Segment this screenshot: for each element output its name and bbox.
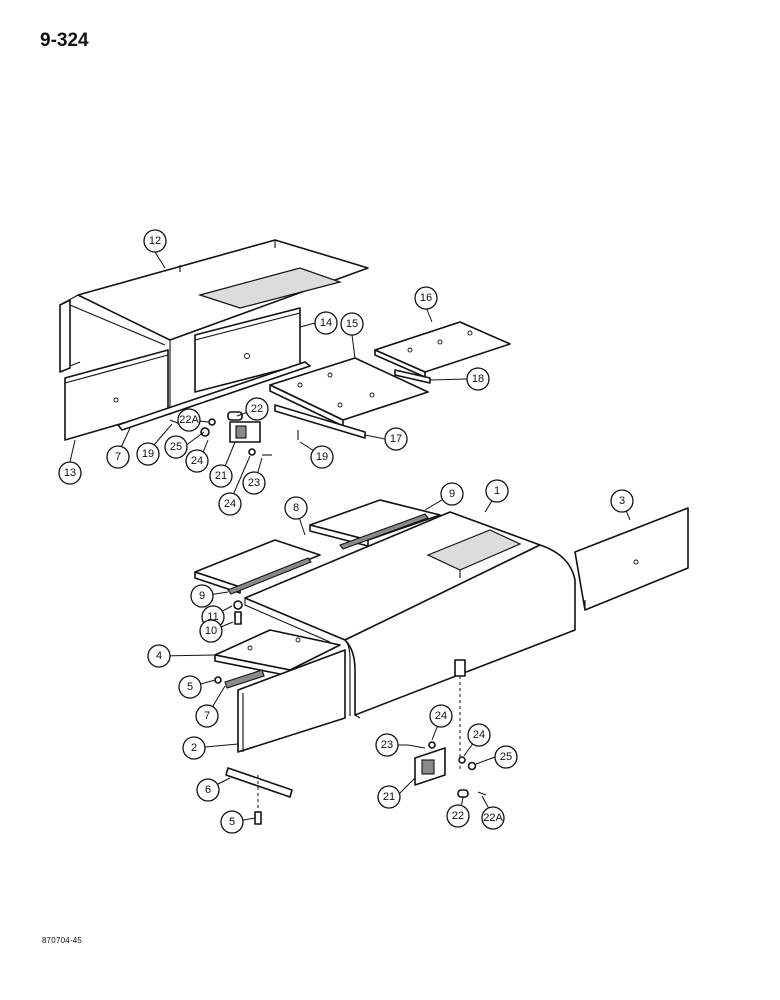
callout-25-upper: 25: [164, 435, 188, 459]
callout-2: 2: [182, 736, 206, 760]
callout-22-lower: 22: [446, 804, 470, 828]
part-12-top-cover: [59, 239, 369, 415]
callout-7-upper: 7: [106, 445, 130, 469]
callout-5-middle: 5: [178, 675, 202, 699]
callout-12: 12: [143, 229, 167, 253]
part-9-strips: [227, 513, 429, 595]
svg-text:3: 3: [619, 495, 625, 507]
document-code: 870704-45: [42, 936, 83, 945]
callout-24-lower-top: 24: [429, 704, 453, 728]
svg-text:5: 5: [187, 681, 193, 693]
callout-24-lower-right: 24: [467, 723, 491, 747]
svg-text:21: 21: [215, 470, 227, 482]
part-4-plate: [214, 629, 341, 677]
svg-text:7: 7: [115, 451, 121, 463]
svg-text:21: 21: [383, 791, 395, 803]
callout-10: 10: [199, 619, 223, 643]
part-7-lower-strip: [214, 600, 265, 689]
svg-text:23: 23: [381, 739, 393, 751]
svg-text:14: 14: [320, 317, 332, 329]
part-16-plate: [374, 321, 511, 378]
callout-22a-upper: 22A: [177, 408, 201, 432]
callout-15: 15: [340, 312, 364, 336]
bolt-5-bottom: [254, 811, 262, 825]
callout-5-bottom: 5: [220, 810, 244, 834]
callout-19-upper-right: 19: [310, 445, 334, 469]
svg-text:15: 15: [346, 318, 358, 330]
callout-3: 3: [610, 489, 634, 513]
svg-text:22: 22: [452, 810, 464, 822]
upper-hinge-hardware: [169, 411, 299, 456]
callout-24-upper-left: 24: [185, 449, 209, 473]
svg-text:2: 2: [191, 742, 197, 754]
callout-6: 6: [196, 778, 220, 802]
svg-text:1: 1: [494, 485, 500, 497]
svg-text:19: 19: [142, 448, 154, 460]
svg-text:8: 8: [293, 502, 299, 514]
callout-19-upper-left: 19: [136, 442, 160, 466]
svg-text:11: 11: [207, 611, 218, 623]
svg-text:10: 10: [205, 625, 217, 637]
svg-text:22A: 22A: [483, 812, 503, 824]
svg-text:24: 24: [191, 455, 203, 467]
callout-24-upper-bottom: 24: [218, 492, 242, 516]
callout-16: 16: [414, 286, 438, 310]
callout-9-right: 9: [440, 482, 464, 506]
svg-text:19: 19: [316, 451, 328, 463]
svg-text:23: 23: [248, 477, 260, 489]
callout-25-lower: 25: [494, 745, 518, 769]
svg-text:22: 22: [251, 403, 263, 415]
callout-13: 13: [58, 461, 82, 485]
callout-18: 18: [466, 367, 490, 391]
svg-text:9: 9: [449, 488, 455, 500]
svg-text:12: 12: [149, 235, 161, 247]
part-17-strip: [274, 404, 366, 439]
svg-text:24: 24: [435, 710, 447, 722]
svg-text:17: 17: [390, 433, 402, 445]
callout-7-lower: 7: [195, 704, 219, 728]
svg-text:4: 4: [156, 650, 162, 662]
callout-17: 17: [384, 427, 408, 451]
callout-23-lower: 23: [375, 733, 399, 757]
svg-text:22A: 22A: [179, 414, 199, 426]
svg-text:6: 6: [205, 784, 211, 796]
callout-22-upper: 22: [245, 397, 269, 421]
callout-4: 4: [147, 644, 171, 668]
callout-23-upper: 23: [242, 471, 266, 495]
part-1-main-hood: [244, 511, 576, 770]
part-15-plate: [269, 357, 429, 427]
page-number: 9-324: [40, 30, 89, 51]
lower-hinge-hardware: [407, 741, 487, 798]
callout-1: 1: [485, 479, 509, 503]
callout-22a-lower: 22A: [481, 806, 505, 830]
svg-text:18: 18: [472, 373, 484, 385]
callout-21-upper: 21: [209, 464, 233, 488]
callout-9-left: 9: [190, 584, 214, 608]
callout-21-lower: 21: [377, 785, 401, 809]
svg-text:16: 16: [420, 292, 432, 304]
svg-text:24: 24: [224, 498, 236, 510]
svg-text:13: 13: [64, 467, 76, 479]
svg-text:9: 9: [199, 590, 205, 602]
svg-text:25: 25: [170, 441, 182, 453]
part-6-bottom-strip: [225, 767, 293, 798]
part-3-rear-panel: [574, 507, 689, 611]
svg-text:24: 24: [473, 729, 485, 741]
svg-text:25: 25: [500, 751, 512, 763]
part-18-strip: [394, 369, 431, 384]
callout-8: 8: [284, 496, 308, 520]
callout-14: 14: [314, 311, 338, 335]
svg-text:7: 7: [204, 710, 210, 722]
part-13-left-panel: [64, 349, 169, 441]
part-2-side-panel: [237, 649, 346, 753]
part-7-upper-strip: [117, 361, 311, 431]
svg-text:5: 5: [229, 816, 235, 828]
